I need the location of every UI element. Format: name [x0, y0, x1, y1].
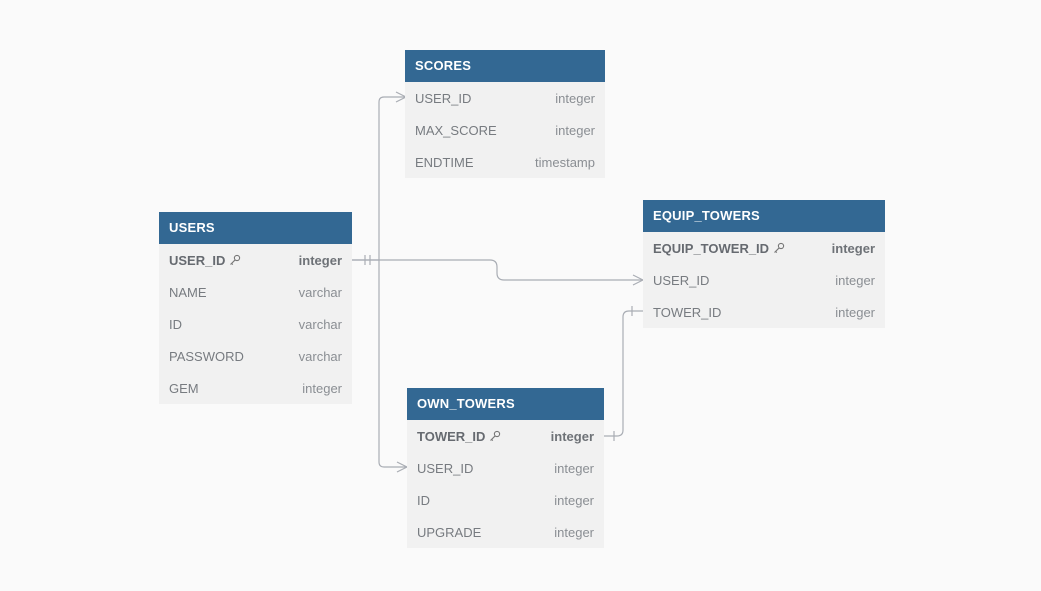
- rel-users-scores[interactable]: [352, 96, 406, 261]
- rel-users-own-towers[interactable]: [378, 260, 407, 468]
- column-name: USER_ID: [653, 272, 710, 288]
- table-users[interactable]: USERS USER_ID integer NAME varchar ID va…: [159, 212, 352, 404]
- column-type: varchar: [298, 316, 342, 332]
- column-type: integer: [835, 272, 875, 288]
- column-name: EQUIP_TOWER_ID: [653, 240, 770, 256]
- column-type: integer: [554, 524, 594, 540]
- table-own-towers[interactable]: OWN_TOWERS TOWER_ID integer USER_ID inte…: [407, 388, 604, 548]
- column-name: ID: [169, 316, 182, 332]
- column-name: USER_ID: [169, 252, 226, 268]
- table-header[interactable]: USERS: [159, 212, 352, 244]
- column-name: ID: [417, 492, 430, 508]
- table-row[interactable]: USER_ID integer: [405, 82, 605, 114]
- column-name: TOWER_ID: [653, 304, 722, 320]
- table-row[interactable]: EQUIP_TOWER_ID integer: [643, 232, 885, 264]
- table-row[interactable]: TOWER_ID integer: [643, 296, 885, 328]
- column-type: integer: [835, 304, 875, 320]
- key-icon: [229, 254, 241, 266]
- column-type: integer: [555, 122, 595, 138]
- table-row[interactable]: USER_ID integer: [407, 452, 604, 484]
- one-marker-users-user-id: [364, 255, 371, 265]
- table-row[interactable]: PASSWORD varchar: [159, 340, 352, 372]
- column-type: integer: [554, 460, 594, 476]
- column-name: ENDTIME: [415, 154, 474, 170]
- table-row[interactable]: ID varchar: [159, 308, 352, 340]
- key-icon: [489, 430, 501, 442]
- table-equip-towers[interactable]: EQUIP_TOWERS EQUIP_TOWER_ID integer USER…: [643, 200, 885, 328]
- column-type: integer: [550, 428, 594, 444]
- column-name: GEM: [169, 380, 199, 396]
- table-header[interactable]: EQUIP_TOWERS: [643, 200, 885, 232]
- column-name: NAME: [169, 284, 207, 300]
- table-header[interactable]: SCORES: [405, 50, 605, 82]
- crowfoot-equip-towers-user-id: [632, 274, 644, 286]
- table-header[interactable]: OWN_TOWERS: [407, 388, 604, 420]
- table-row[interactable]: USER_ID integer: [643, 264, 885, 296]
- table-row[interactable]: NAME varchar: [159, 276, 352, 308]
- table-row[interactable]: ID integer: [407, 484, 604, 516]
- rel-users-equip-towers[interactable]: [352, 259, 643, 281]
- column-type: integer: [302, 380, 342, 396]
- column-name-wrapper: USER_ID: [169, 253, 241, 268]
- rel-own-towers-equip-towers[interactable]: [604, 310, 643, 437]
- column-type: integer: [555, 90, 595, 106]
- column-type: integer: [831, 240, 875, 256]
- column-name: TOWER_ID: [417, 428, 486, 444]
- column-name: MAX_SCORE: [415, 122, 497, 138]
- table-row[interactable]: USER_ID integer: [159, 244, 352, 276]
- column-type: timestamp: [535, 154, 595, 170]
- table-scores[interactable]: SCORES USER_ID integer MAX_SCORE integer…: [405, 50, 605, 178]
- column-type: integer: [298, 252, 342, 268]
- table-row[interactable]: GEM integer: [159, 372, 352, 404]
- table-row[interactable]: UPGRADE integer: [407, 516, 604, 548]
- column-name-wrapper: EQUIP_TOWER_ID: [653, 241, 785, 256]
- column-type: varchar: [298, 284, 342, 300]
- table-row[interactable]: MAX_SCORE integer: [405, 114, 605, 146]
- column-name: USER_ID: [415, 90, 472, 106]
- key-icon: [773, 242, 785, 254]
- table-row[interactable]: TOWER_ID integer: [407, 420, 604, 452]
- crowfoot-own-towers-user-id: [396, 461, 408, 473]
- column-name: PASSWORD: [169, 348, 244, 364]
- column-type: integer: [554, 492, 594, 508]
- column-name: UPGRADE: [417, 524, 482, 540]
- column-type: varchar: [298, 348, 342, 364]
- table-row[interactable]: ENDTIME timestamp: [405, 146, 605, 178]
- column-name: USER_ID: [417, 460, 474, 476]
- column-name-wrapper: TOWER_ID: [417, 429, 501, 444]
